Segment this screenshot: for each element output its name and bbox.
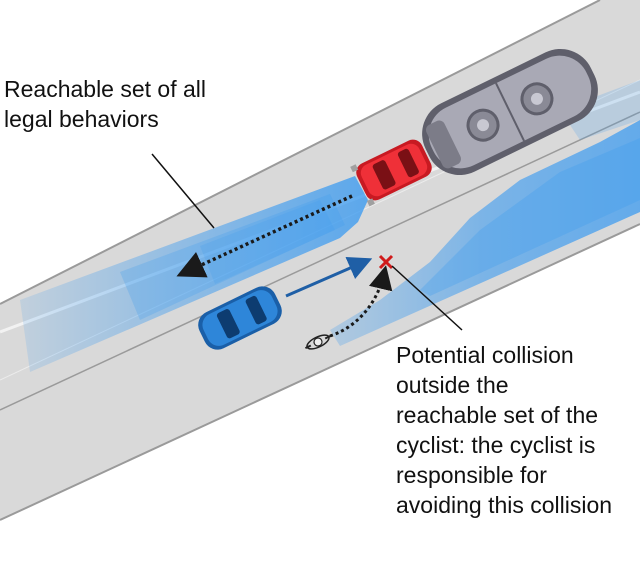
collision-label-line-1: Potential collision xyxy=(396,342,574,368)
reachable-set-label: Reachable set of all legal behaviors xyxy=(4,74,206,134)
lane-divider-middle xyxy=(0,111,640,411)
blue-car-icon xyxy=(198,286,282,350)
reach-label-leader xyxy=(151,153,215,229)
collision-label-line-6: avoiding this collision xyxy=(396,492,613,518)
red-car-icon xyxy=(350,139,432,207)
road-edge-bottom xyxy=(0,223,640,521)
red-car-reach-arrow xyxy=(176,194,353,278)
reachable-set-right xyxy=(330,120,640,346)
truck-icon xyxy=(422,48,598,176)
collision-label-line-5: responsible for xyxy=(396,462,547,488)
reachable-set-label-line-2: legal behaviors xyxy=(4,106,159,132)
collision-label-leader xyxy=(391,265,463,331)
cyclist-reach-arrow xyxy=(329,265,393,338)
collision-label: Potential collision outside the reachabl… xyxy=(396,340,612,520)
collision-x-icon xyxy=(378,254,394,270)
road-edge-top xyxy=(0,0,601,305)
collision-label-line-2: outside the xyxy=(396,372,509,398)
reachable-set-label-line-1: Reachable set of all xyxy=(4,76,207,102)
cyclist-icon xyxy=(304,334,332,350)
collision-label-line-3: reachable set of the xyxy=(396,402,599,428)
collision-label-line-4: cyclist: the cyclist is xyxy=(396,432,596,458)
blue-car-motion-arrow xyxy=(285,256,373,298)
